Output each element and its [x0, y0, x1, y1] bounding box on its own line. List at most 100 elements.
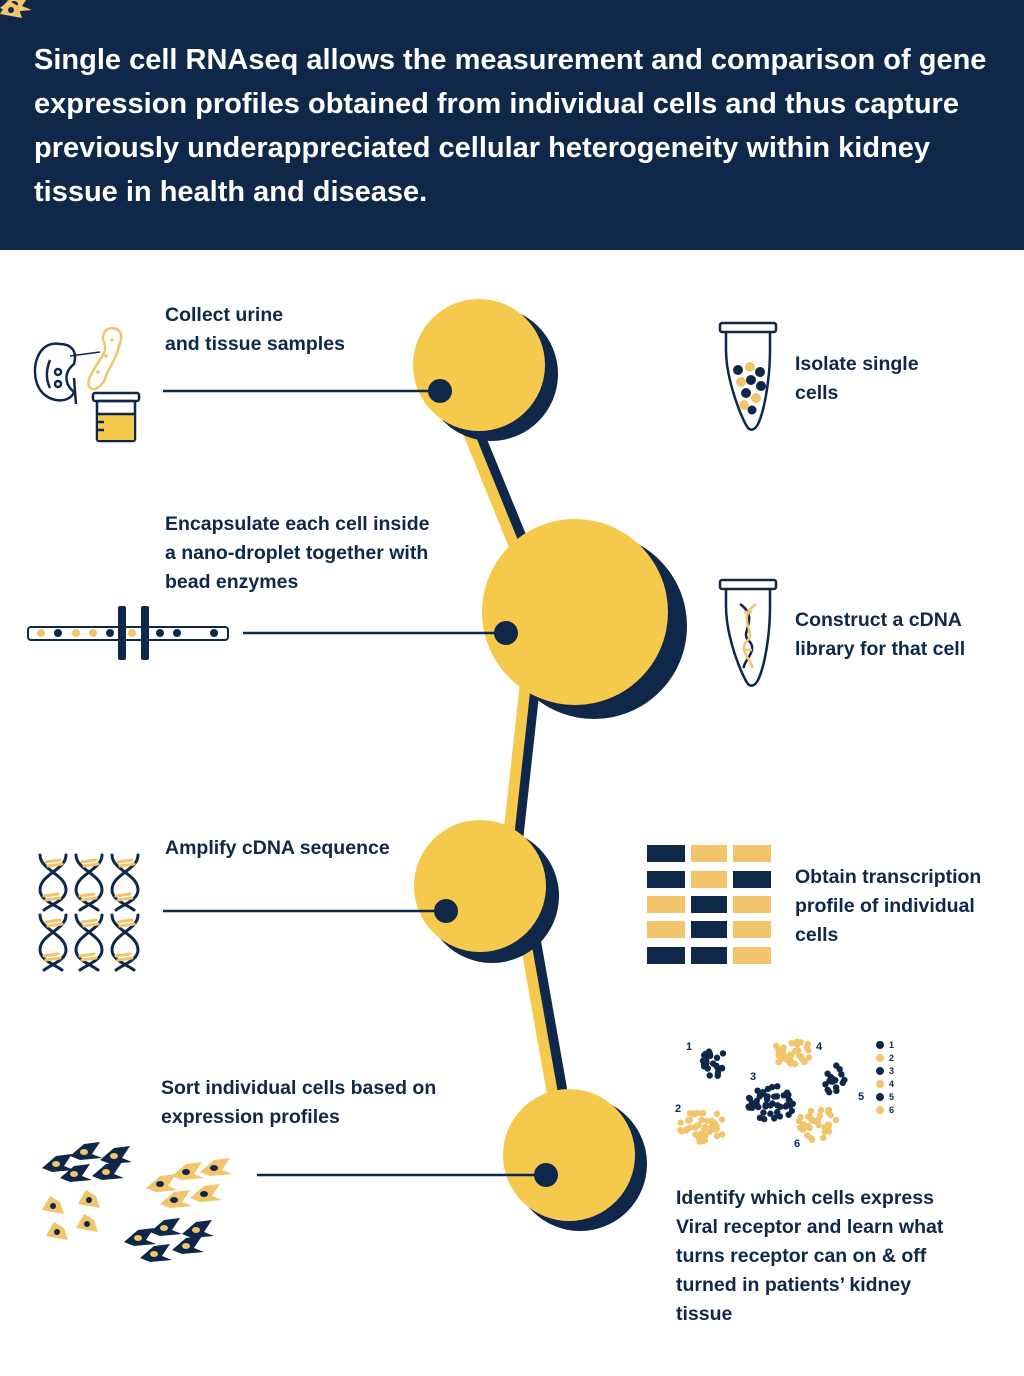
- cluster-cell-dot: [701, 1137, 708, 1144]
- cluster-cell-dot: [719, 1050, 727, 1057]
- cluster-cell-dot: [784, 1056, 791, 1064]
- cluster-cell-dot: [804, 1132, 811, 1139]
- cluster-cell-dot: [805, 1113, 812, 1120]
- cluster-label-1: 1: [686, 1041, 693, 1053]
- legend-label: 4: [889, 1078, 895, 1089]
- cluster-cell-dot: [775, 1052, 782, 1060]
- cluster-cell-dot: [824, 1070, 831, 1077]
- cluster-cell-dot: [752, 1099, 760, 1107]
- step-isolate-label: Isolate single cells: [795, 353, 919, 404]
- legend-item: 4: [876, 1077, 894, 1090]
- cluster-cell-dot: [762, 1101, 770, 1109]
- timeline-path-fill: [439, 369, 564, 1131]
- cluster-cell-dot: [708, 1117, 715, 1125]
- cluster-cell-dot: [797, 1039, 805, 1046]
- kidney-urine-cup-icon: [33, 326, 141, 443]
- cluster-cell-dot: [796, 1052, 803, 1059]
- legend-label: 5: [889, 1091, 895, 1102]
- cluster-cell-dot: [791, 1047, 799, 1055]
- cluster-cell-dot: [785, 1096, 792, 1103]
- cluster-label-2: 2: [675, 1103, 682, 1115]
- cluster-cell-dot: [767, 1102, 774, 1109]
- cluster-cell-dot: [767, 1110, 774, 1117]
- cluster-cell-dot: [705, 1048, 713, 1055]
- tube-with-dna-icon: [718, 578, 778, 687]
- cluster-cell-dot: [775, 1048, 782, 1055]
- cluster-label-3: 3: [750, 1071, 757, 1083]
- cluster-cell-dot: [712, 1126, 719, 1133]
- cluster-cell-dot: [704, 1065, 711, 1072]
- legend-item: 6: [876, 1103, 894, 1116]
- cluster-cell-dot: [827, 1112, 834, 1119]
- cluster-cell-dot: [788, 1040, 795, 1047]
- cluster-cell-dot: [745, 1094, 753, 1102]
- legend-item: 3: [876, 1064, 894, 1077]
- cluster-cell-dot: [841, 1076, 848, 1084]
- cluster-cell-dot: [745, 1103, 752, 1110]
- timeline-path: [439, 363, 573, 1133]
- step-circle-4: [257, 1089, 647, 1231]
- cluster-cell-dot: [756, 1093, 763, 1100]
- cluster-cell-dot: [780, 1044, 787, 1051]
- cluster-cell-dot: [684, 1117, 692, 1124]
- cluster-cell-dot: [773, 1093, 781, 1100]
- cluster-cell-dot: [754, 1087, 761, 1094]
- cluster-cell-dot: [713, 1132, 721, 1140]
- header-banner: Single cell RNAseq allows the measuremen…: [0, 0, 1024, 250]
- cluster-cell-dot: [836, 1066, 843, 1073]
- step-amplify-label: Amplify cDNA sequence: [165, 837, 390, 859]
- sorted-cells-icon: [0, 0, 232, 1262]
- cluster-cell-dot: [807, 1107, 815, 1115]
- cluster-cell-dot: [783, 1102, 790, 1109]
- legend-label: 2: [889, 1052, 895, 1063]
- cluster-cell-dot: [677, 1119, 684, 1126]
- legend-item: 1: [876, 1038, 894, 1051]
- cluster-legend: 1 2 3 4 5 6: [876, 1038, 894, 1116]
- cluster-cell-dot: [760, 1109, 767, 1116]
- cluster-cell-dot: [698, 1110, 705, 1117]
- step-collect-label: Collect urine and tissue samples: [165, 304, 345, 355]
- header-text: Single cell RNAseq allows the measuremen…: [34, 44, 987, 208]
- cluster-cell-dot: [775, 1059, 782, 1066]
- cluster-cell-dot: [693, 1109, 700, 1117]
- dna-helix-grid-icon: [38, 853, 140, 972]
- cluster-cell-dot: [768, 1083, 776, 1091]
- cluster-cell-dot: [702, 1053, 709, 1061]
- cluster-cell-dot: [701, 1123, 709, 1131]
- cluster-cell-dot: [764, 1093, 771, 1100]
- cluster-cell-dot: [795, 1117, 803, 1125]
- microfluidic-channel-icon: [27, 606, 229, 660]
- cluster-cell-dot: [718, 1116, 726, 1123]
- step-circle-2: [243, 519, 687, 719]
- cluster-cell-dot: [832, 1077, 839, 1084]
- legend-item: 2: [876, 1051, 894, 1064]
- cluster-cell-dot: [695, 1133, 703, 1141]
- cluster-cell-dot: [703, 1117, 711, 1125]
- legend-label: 3: [889, 1065, 895, 1076]
- cluster-cell-dot: [783, 1091, 790, 1098]
- step-encapsulate-label: Encapsulate each cell inside a nano-drop…: [165, 513, 430, 593]
- cluster-cell-dot: [698, 1117, 705, 1124]
- cluster-cell-dot: [710, 1060, 717, 1067]
- cluster-cell-dot: [826, 1089, 833, 1096]
- cluster-cell-dot: [706, 1072, 713, 1079]
- cluster-cell-dot: [683, 1126, 690, 1133]
- cluster-cell-dot: [777, 1103, 784, 1110]
- cluster-cell-dot: [714, 1069, 722, 1077]
- cluster-cell-dot: [833, 1087, 840, 1095]
- cluster-cell-dot: [832, 1116, 840, 1124]
- cell-cluster-plot-icon: [677, 1038, 848, 1145]
- step-identify-label: Identify which cells express Viral recep…: [676, 1187, 944, 1325]
- cluster-label-5: 5: [858, 1091, 865, 1103]
- cluster-label-6: 6: [794, 1138, 801, 1150]
- cluster-cell-dot: [806, 1124, 813, 1132]
- cluster-cell-dot: [718, 1065, 726, 1072]
- cluster-cell-dot: [838, 1071, 845, 1078]
- legend-item: 5: [876, 1090, 894, 1103]
- cluster-cell-dot: [815, 1116, 822, 1123]
- cluster-cell-dot: [796, 1124, 804, 1132]
- cluster-cell-dot: [785, 1111, 792, 1118]
- cluster-cell-dot: [774, 1083, 781, 1090]
- cluster-cell-dot: [815, 1121, 822, 1129]
